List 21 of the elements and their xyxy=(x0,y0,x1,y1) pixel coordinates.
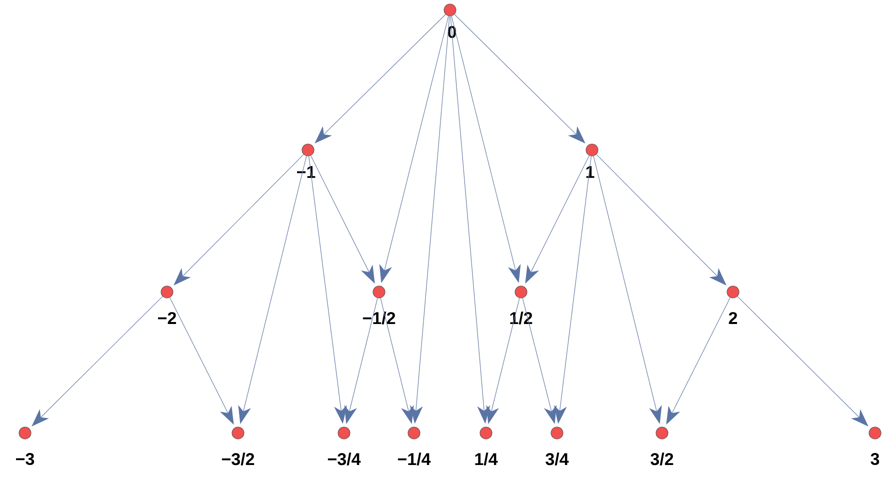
vertex-label: 1/2 xyxy=(510,312,532,324)
vertex-label: −3 xyxy=(16,452,34,466)
vertex-label: −1 xyxy=(297,166,316,178)
vertex-label: 3/2 xyxy=(650,452,674,466)
arrow xyxy=(174,154,304,286)
arrow xyxy=(32,296,163,426)
vertex-label: −1/4 xyxy=(398,452,431,466)
arrow xyxy=(737,296,868,426)
vertex-label: −3/2 xyxy=(222,452,254,466)
arrow xyxy=(454,14,586,144)
arrow xyxy=(596,154,726,286)
vertex-label: 1 xyxy=(586,166,594,178)
vertex-label: 3/4 xyxy=(546,452,569,466)
vertex-label: 0 xyxy=(448,26,456,38)
vertex-label: 2 xyxy=(728,312,738,324)
vertex-label: 3 xyxy=(870,452,880,466)
vertex-label: 1/4 xyxy=(475,452,498,466)
vertex-label: −3/4 xyxy=(328,452,361,466)
arrow xyxy=(314,14,446,144)
vertex-label: −1/2 xyxy=(362,312,396,324)
vertex-label: −2 xyxy=(158,312,176,324)
